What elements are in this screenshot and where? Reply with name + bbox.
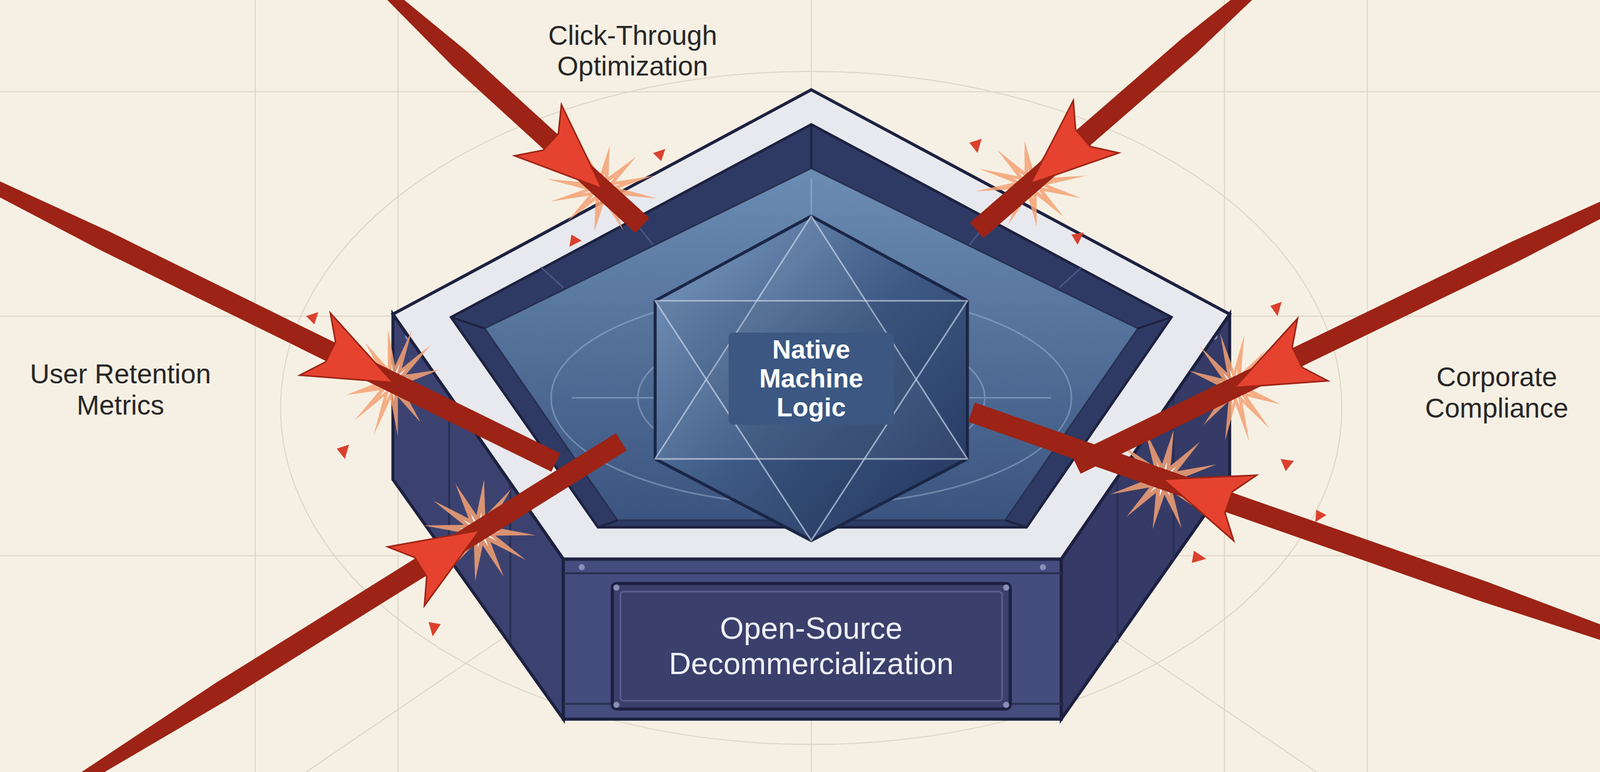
red-arrow <box>135 500 498 764</box>
name-plate <box>612 583 1011 710</box>
impact-burst <box>1097 417 1229 542</box>
impact-burst <box>1175 321 1294 454</box>
impact-flash <box>1008 165 1054 202</box>
impact-flash <box>1214 364 1255 412</box>
impact-burst <box>968 132 1093 235</box>
front-wall <box>563 559 1062 720</box>
plate-inset <box>620 591 1003 701</box>
red-arrows <box>14 0 1600 764</box>
rim-top <box>392 89 1230 560</box>
red-arrow <box>1007 0 1248 211</box>
impact-flash <box>371 358 415 408</box>
red-arrow <box>1219 182 1600 419</box>
fortress-node: Open-Source Decommercialization Native Ma… <box>392 86 1241 725</box>
icosahedron-body <box>654 216 967 542</box>
red-arrow <box>1151 446 1583 655</box>
attack-label: Click-Through Optimization <box>526 20 739 83</box>
core-node: Native Machine Logic <box>653 214 970 543</box>
attack-label: User Retention Metrics <box>8 358 233 422</box>
impact-burst <box>539 136 665 242</box>
red-arrow <box>405 4 626 215</box>
facet-lines <box>654 300 967 541</box>
impact-flash <box>579 169 625 208</box>
impact-flash <box>1139 457 1188 502</box>
impact-burst <box>419 474 541 587</box>
attack-label: Corporate Compliance <box>1399 361 1595 425</box>
red-arrow <box>14 172 408 414</box>
impact-burst <box>330 313 455 451</box>
debris-shards <box>306 138 1327 637</box>
impact-bursts <box>330 132 1294 586</box>
impact-flash <box>457 510 502 550</box>
plate-label: Open-Source Decommercialization <box>628 611 995 683</box>
core-label: Native Machine Logic <box>728 332 894 425</box>
